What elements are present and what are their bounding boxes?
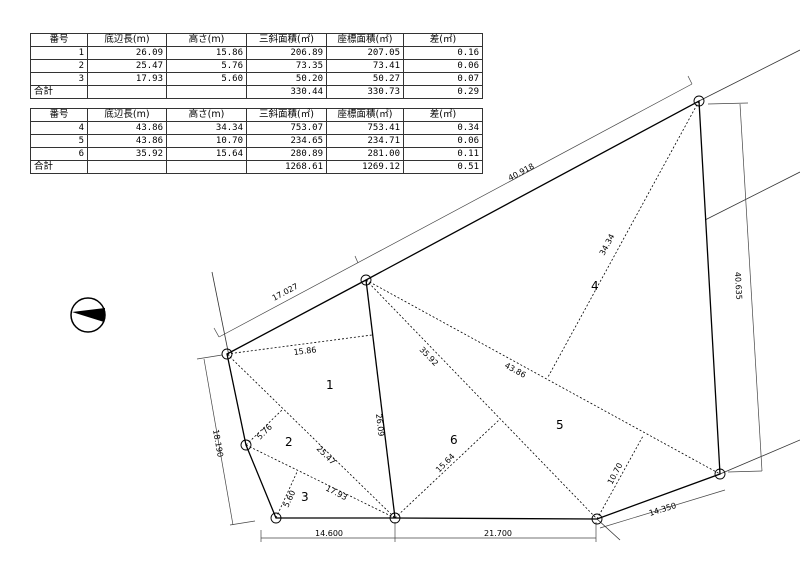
- survey-points: [221, 95, 726, 525]
- cell: 0.07: [403, 72, 483, 86]
- cell: 合計: [30, 85, 88, 99]
- base-6-label: 35.92: [418, 345, 440, 368]
- height-1-label: 15.86: [293, 345, 317, 357]
- triangle-label-3: 3: [301, 490, 309, 504]
- dimension-lines: [196, 75, 763, 542]
- dimension-bottom-right: 14.350: [648, 501, 677, 518]
- dimension-right: 40.635: [733, 272, 743, 300]
- triangle-label-5: 5: [556, 418, 564, 432]
- cell: 0.51: [403, 160, 483, 174]
- north-arrow-icon: [70, 297, 106, 333]
- table-header-row: 番号 底辺長(m) 高さ(m) 三斜面積(㎡) 座標面積(㎡) 差(㎡): [30, 108, 483, 122]
- dimension-bottom-mid: 21.700: [484, 529, 512, 538]
- base-line-1: [365, 279, 396, 519]
- height-4-label: 34.34: [598, 232, 617, 256]
- dimension-top-left: 17.027: [271, 282, 300, 303]
- height-3-label: 5.60: [282, 489, 298, 509]
- base-1-label: 26.09: [374, 413, 386, 437]
- dimension-left: 18.190: [211, 429, 225, 458]
- base-3-label: 17.93: [324, 484, 348, 502]
- cell: 1268.61: [246, 160, 327, 174]
- base-4-5-label: 43.86: [503, 361, 527, 380]
- dimension-top: 40.918: [507, 162, 536, 183]
- reference-lines: [211, 49, 800, 541]
- dimension-bottom-left: 14.600: [315, 529, 343, 538]
- triangle-label-6: 6: [450, 433, 458, 447]
- triangulation-lines: [226, 100, 721, 520]
- height-2-label: 5.76: [255, 422, 274, 441]
- parcel-boundary: [226, 99, 721, 520]
- triangle-label-1: 1: [326, 378, 334, 392]
- base-2-label: 25.47: [315, 444, 338, 467]
- triangle-label-4: 4: [591, 279, 599, 293]
- cell: 0.29: [403, 85, 483, 99]
- height-5-label: 10.70: [606, 461, 625, 485]
- triangle-label-2: 2: [285, 435, 293, 449]
